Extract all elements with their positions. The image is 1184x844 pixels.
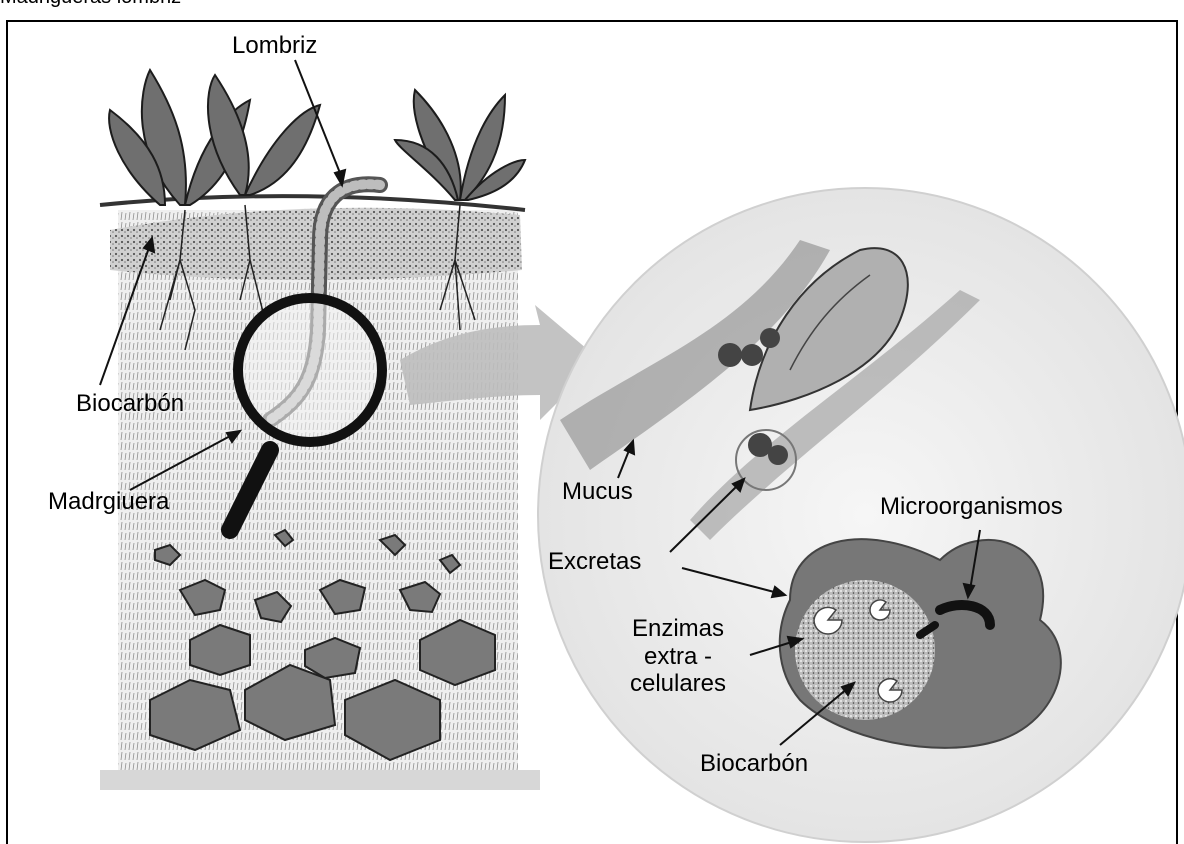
label-enzimas-line3: celulares (598, 670, 758, 698)
zoom-view (538, 188, 1184, 842)
label-mucus: Mucus (562, 480, 633, 504)
label-madrguiera: Madrgiuera (48, 490, 169, 514)
label-biocarbon-zoom: Biocarbón (700, 752, 808, 776)
label-enzimas-line1: Enzimas (598, 615, 758, 643)
label-enzimas: Enzimas extra - celulares (598, 615, 758, 698)
label-biocarbon-soil: Biocarbón (76, 392, 184, 416)
plants (109, 70, 525, 205)
label-lombriz: Lombriz (232, 34, 317, 58)
label-excretas: Excretas (548, 550, 641, 574)
label-microorganismos: Microorganismos (880, 495, 1063, 519)
label-enzimas-line2: extra - (598, 643, 758, 671)
